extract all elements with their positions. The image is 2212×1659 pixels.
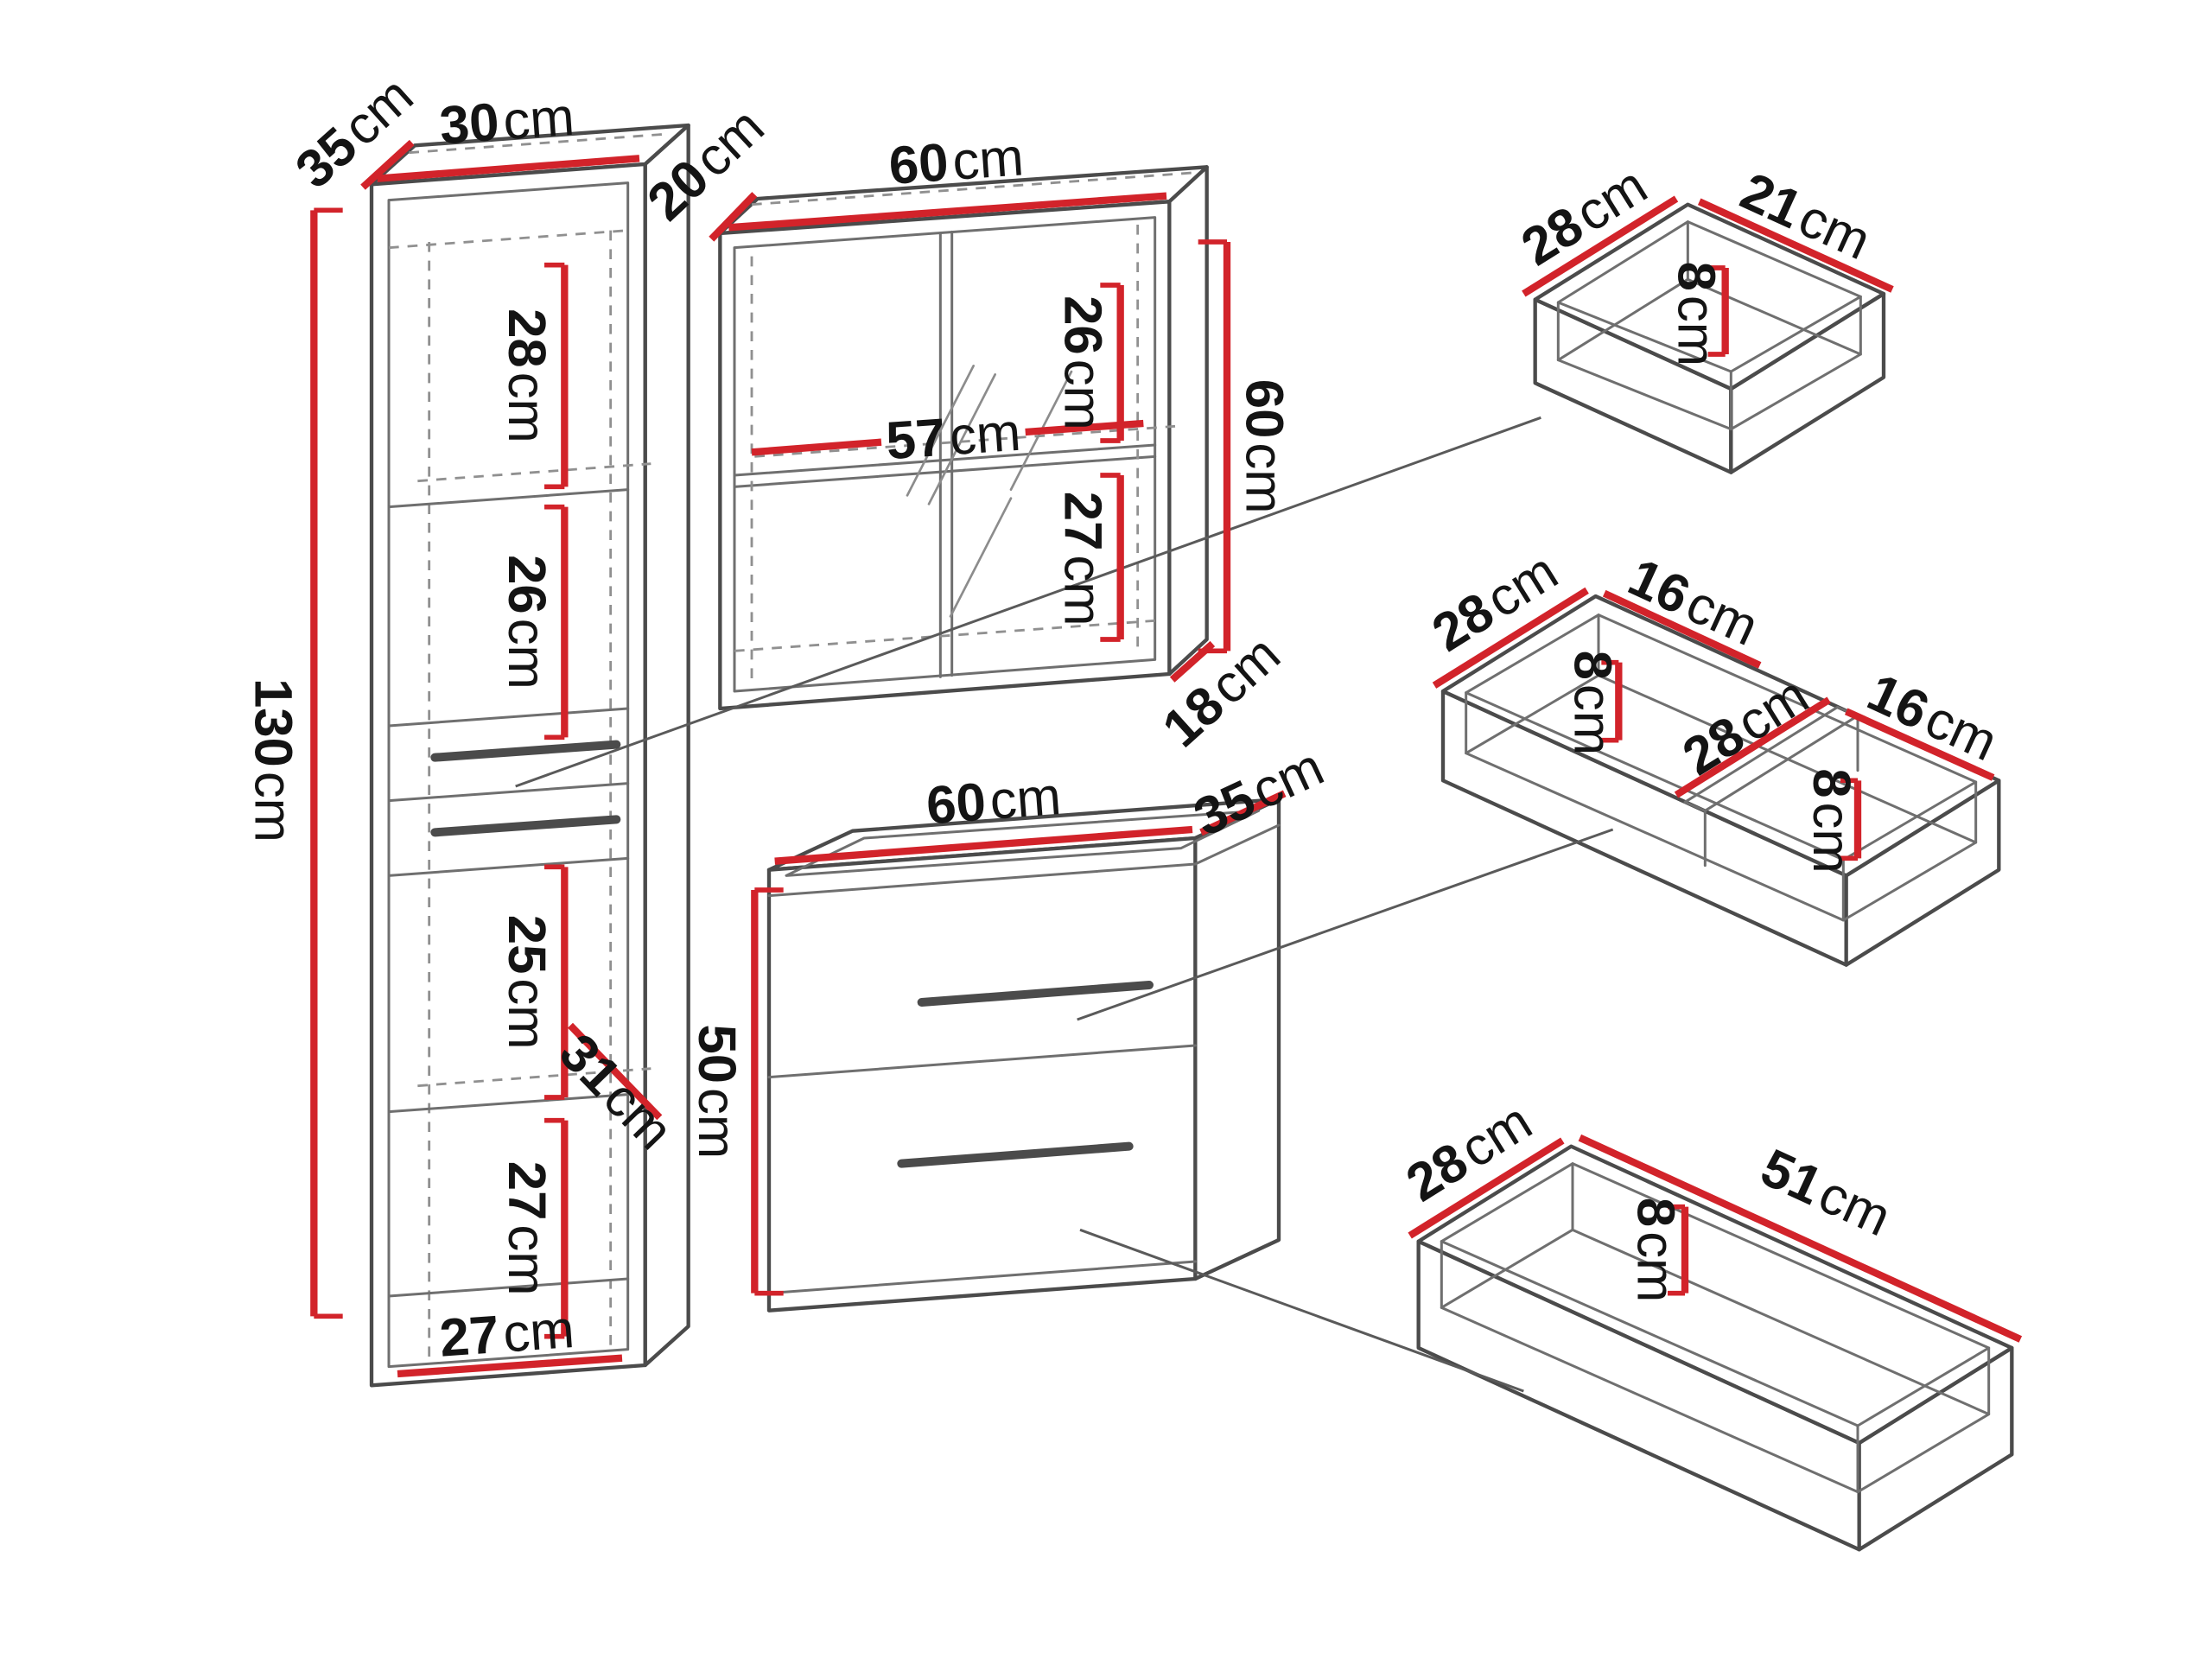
mirror-glint-mark	[949, 497, 1013, 618]
washbasin-cabinet-dimensions: 60cm 35cm 50cm	[688, 736, 1332, 1296]
large-drawer-height-label: 8cm	[1626, 1198, 1686, 1303]
tall-cabinet-section4-label: 27cm	[498, 1161, 557, 1296]
tall-cabinet-handle-lower	[430, 815, 621, 837]
large-drawer-rim	[1416, 1144, 2014, 1446]
tall-cabinet-side-face	[643, 123, 690, 1368]
washbasin-cabinet-front-face	[766, 836, 1198, 1313]
mirror-cabinet-front-face	[718, 200, 1172, 711]
tall-cabinet-inner-width-label: 27cm	[438, 1299, 576, 1368]
leader-washbasin-to-large-drawer	[1079, 1228, 1524, 1393]
tall-cabinet-section3-label: 25cm	[498, 915, 557, 1050]
tall-cabinet-dimensions: 35cm 30cm 130cm 28cm 26cm 25cm 31cm 27cm…	[244, 66, 684, 1378]
leader-washbasin-to-double-drawer	[1077, 828, 1614, 1021]
leader-lines	[515, 416, 1614, 1393]
washbasin-drawer-handle-lower	[897, 1141, 1134, 1168]
mirror-cabinet-upper-section-label: 26cm	[1053, 296, 1113, 430]
mirror-cabinet-inner-width-label: 57cm	[884, 402, 1022, 471]
tall-cabinet-section2-label: 26cm	[498, 555, 557, 690]
mirror-cabinet-width-label: 60cm	[887, 127, 1026, 196]
washbasin-height-label: 50cm	[688, 1024, 747, 1159]
small-drawer-figure	[1533, 202, 1886, 474]
washbasin-cabinet-side-face	[1193, 797, 1281, 1281]
double-drawer-right-height-label: 8cm	[1802, 768, 1862, 874]
leader-tall-cabinet-to-small-drawer	[515, 416, 1541, 788]
mirror-cabinet-door-frame	[733, 216, 1157, 693]
tall-cabinet-height-label: 130cm	[244, 678, 303, 842]
large-drawer-figure	[1416, 1144, 2014, 1552]
washbasin-drawer-handle-upper	[917, 981, 1154, 1007]
tall-cabinet-section1-label: 28cm	[498, 308, 557, 443]
small-drawer-rim	[1533, 202, 1886, 391]
tall-cabinet-door-frame	[387, 181, 630, 1369]
washbasin-countertop-rim	[785, 809, 1261, 877]
double-drawer-figure	[1440, 594, 2001, 967]
large-drawer-width-label: 51cm	[1752, 1137, 1899, 1248]
mirror-glint-mark	[927, 373, 996, 505]
tall-cabinet-width-label: 30cm	[438, 86, 576, 156]
washbasin-cabinet-figure	[766, 797, 1281, 1313]
tall-cabinet-figure	[369, 123, 690, 1388]
washbasin-width-label: 60cm	[925, 766, 1064, 835]
mirror-cabinet-lower-section-label: 27cm	[1053, 492, 1113, 626]
tall-cabinet-handle-upper	[430, 740, 621, 762]
mirror-cabinet-height-label: 60cm	[1235, 379, 1294, 514]
mirror-glint-mark	[906, 365, 975, 497]
small-drawer-height-label: 8cm	[1667, 262, 1726, 366]
double-drawer-left-height-label: 8cm	[1563, 651, 1623, 756]
